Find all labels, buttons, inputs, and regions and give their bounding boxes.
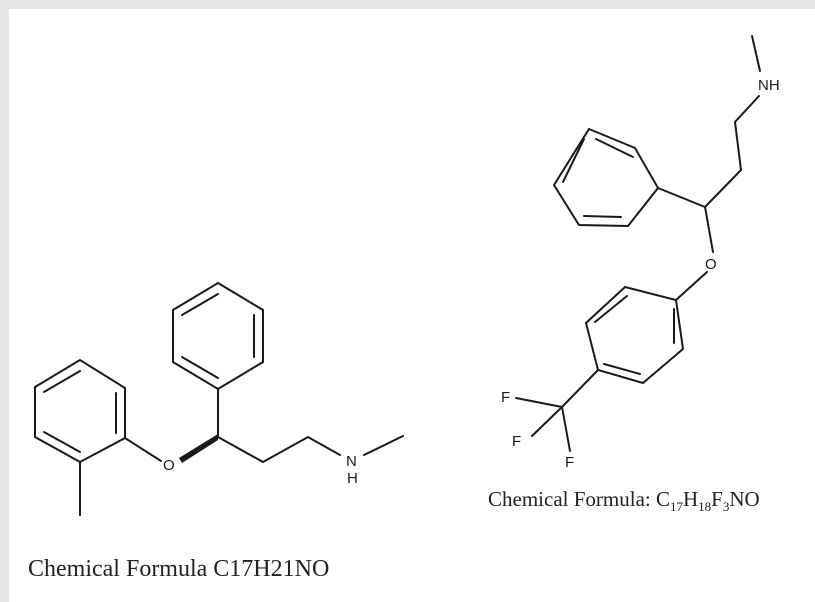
- wedge-bond: [179, 434, 218, 463]
- c-f-bond-3: [561, 406, 571, 452]
- caption-element: C: [655, 487, 670, 511]
- caption-subscript: 17: [670, 499, 683, 515]
- c-f-bond-2: [531, 406, 563, 437]
- right-trifluoromethylphenyl-ring: [584, 285, 685, 385]
- ring-outline: [552, 127, 660, 228]
- left-tolyl-ring: [34, 358, 126, 464]
- oxygen-atom-label: O: [163, 457, 175, 474]
- caption-subscript: 18: [698, 499, 712, 515]
- oxygen-to-ring-bond: [675, 271, 708, 301]
- ring-inner-bond: [181, 293, 219, 316]
- caption-element: NO: [729, 487, 760, 511]
- amine-n-label: N: [346, 453, 357, 470]
- left-formula-caption: Chemical Formula C17H21NO: [28, 556, 330, 582]
- n-methyl-bond: [363, 435, 404, 456]
- ring-outline: [172, 281, 264, 391]
- fluorine-label: F: [565, 454, 574, 471]
- caption-element: F: [711, 487, 723, 511]
- ring-outline: [34, 358, 126, 464]
- ring-inner-bond: [603, 363, 641, 375]
- ring-inner-bond: [181, 356, 219, 379]
- chain-to-oxygen-bond: [704, 206, 714, 253]
- c-f-bond-1: [515, 397, 563, 408]
- fluorine-label: F: [501, 389, 510, 406]
- caption-element: H: [683, 487, 699, 511]
- ring-inner-bond: [595, 138, 634, 158]
- oxygen-atom-label: O: [705, 256, 717, 273]
- right-phenyl-ring: [552, 127, 660, 228]
- phenyl-to-chain-bond: [657, 187, 706, 208]
- ring-inner-bond: [43, 431, 81, 453]
- propyl-chain: [704, 95, 760, 208]
- amine-h-label: H: [347, 470, 358, 487]
- ring-inner-bond: [43, 370, 81, 393]
- ring-outline: [584, 285, 685, 385]
- left-structure: O N H: [34, 281, 404, 516]
- ring-inner-bond: [562, 138, 585, 183]
- caption-subscript: 3: [722, 499, 730, 515]
- left-top-phenyl-ring: [172, 281, 264, 391]
- fluorine-label: F: [512, 433, 521, 450]
- ring-inner-bond: [583, 215, 622, 218]
- ring-inner-bond: [594, 295, 628, 323]
- right-formula-caption: Chemical Formula: C17H18F3NO: [488, 487, 760, 515]
- ring-to-cf3-bond: [561, 369, 599, 408]
- figure-panel: [9, 9, 815, 602]
- n-methyl-bond: [751, 35, 761, 72]
- amine-label: NH: [758, 77, 780, 94]
- oxygen-to-ring-bond: [124, 437, 162, 462]
- caption-prefix: Chemical Formula:: [488, 487, 656, 511]
- propyl-chain: [217, 435, 341, 464]
- right-structure: NH O F F F: [501, 35, 780, 471]
